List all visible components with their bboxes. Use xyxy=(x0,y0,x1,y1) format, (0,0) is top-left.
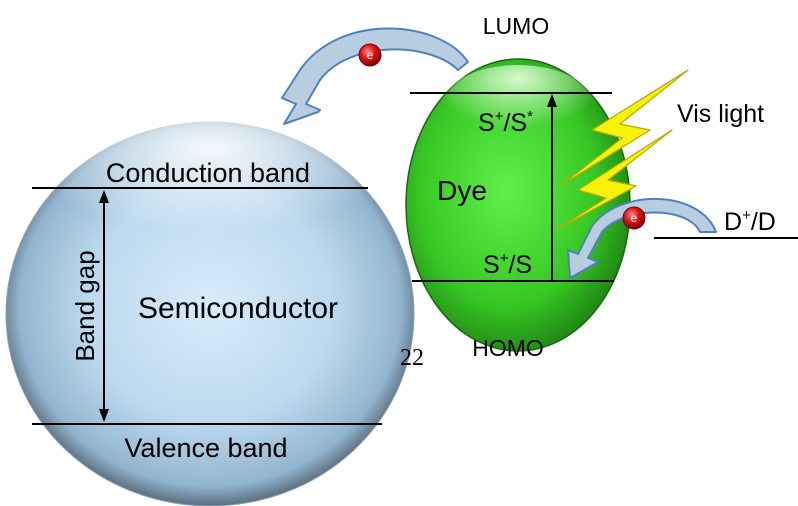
ground-state-label: S+/S xyxy=(483,250,532,279)
donor-label: D+/D xyxy=(724,207,776,236)
excited-state-label: S+/S* xyxy=(478,108,533,137)
electron-symbol-1: e xyxy=(367,48,374,62)
page-number: 22 xyxy=(400,345,424,371)
band-gap-arrowhead-bottom xyxy=(99,409,109,422)
lightning-bolts xyxy=(555,69,689,231)
electron-symbol-2: e xyxy=(631,211,638,225)
vis-light-label: Vis light xyxy=(677,100,764,128)
excitation-arrowhead xyxy=(547,94,557,107)
dye-ellipse xyxy=(405,58,631,352)
regeneration-arrow xyxy=(567,198,717,279)
dye-label: Dye xyxy=(437,175,487,206)
band-gap-label: Band gap xyxy=(70,250,100,361)
lightning-bolt-upper xyxy=(559,69,689,187)
semiconductor-label: Semiconductor xyxy=(138,292,338,325)
electron-regeneration: e xyxy=(622,206,646,230)
electron-injection: e xyxy=(358,43,382,67)
homo-label: HOMO xyxy=(472,335,544,361)
valence-band-label: Valence band xyxy=(124,433,287,463)
lightning-bolt-lower xyxy=(555,129,673,231)
conduction-band-label: Conduction band xyxy=(106,158,310,188)
band-gap-arrowhead-top xyxy=(99,190,109,203)
electron-injection-arrow xyxy=(281,27,469,125)
lumo-label: LUMO xyxy=(483,13,549,39)
